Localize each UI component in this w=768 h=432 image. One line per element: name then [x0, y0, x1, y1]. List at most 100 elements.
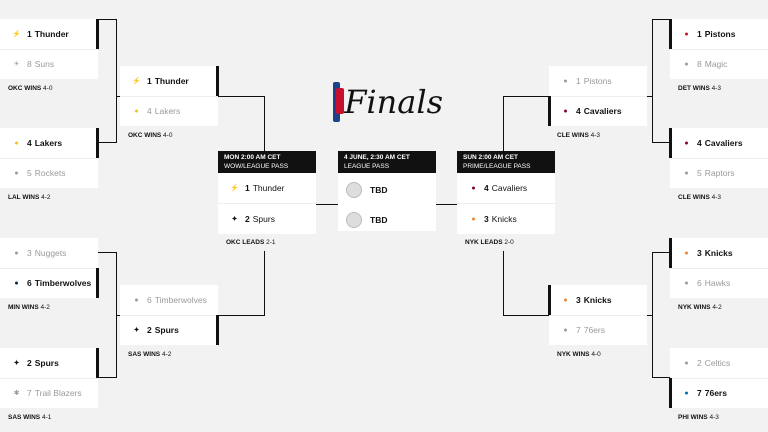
series-status: NYK WINS 4-2: [670, 298, 768, 318]
matchup-east-r2-1[interactable]: ● 1 Pistons ● 4 Cavaliers CLE WINS 4-3: [548, 66, 647, 146]
team-row[interactable]: ● 3 Nuggets: [0, 238, 98, 268]
team-name: Spurs: [252, 214, 275, 224]
team-row[interactable]: ⚡ 1 Thunder: [218, 173, 316, 203]
divider: [549, 96, 647, 97]
team-name: Thunder: [34, 29, 69, 39]
team-row[interactable]: ● 7 76ers: [670, 378, 768, 408]
winner-marker: [548, 96, 551, 126]
matchup-west-conference-finals[interactable]: MON 2:00 AM CET WOW/LEAGUE PASS ⚡ 1 Thun…: [218, 151, 316, 251]
team-row[interactable]: ● 4 Cavaliers: [670, 128, 768, 158]
team-row[interactable]: ✦ 2 Spurs: [120, 315, 218, 345]
nba-logo-icon: [333, 82, 345, 122]
team-row[interactable]: ✱ 7 Trail Blazers: [0, 378, 98, 408]
matchup-east-r2-2[interactable]: ● 3 Knicks ● 7 76ers NYK WINS 4-0: [548, 285, 647, 365]
matchup-finals[interactable]: 4 JUNE, 2:30 AM CET LEAGUE PASS TBD TBD: [338, 151, 436, 231]
team-row[interactable]: ● 6 Timberwolves: [0, 268, 98, 298]
matchup-east-r1-1[interactable]: ● 1 Pistons ● 8 Magic DET WINS 4-3: [669, 19, 768, 99]
seed: 4: [484, 183, 489, 193]
matchup-east-r1-2[interactable]: ● 4 Cavaliers ● 5 Raptors CLE WINS 4-3: [669, 128, 768, 208]
matchup-west-r1-1[interactable]: ⚡ 1 Thunder ☀ 8 Suns OKC WINS 4-0: [0, 19, 99, 99]
series-status: CLE WINS 4-3: [549, 126, 647, 146]
team-row[interactable]: ● 5 Rockets: [0, 158, 98, 188]
trail-blazers-logo: ✱: [13, 390, 20, 397]
team-row[interactable]: ● 4 Cavaliers: [457, 173, 555, 203]
team-row[interactable]: ● 4 Lakers: [0, 128, 98, 158]
team-name: Thunder: [252, 183, 285, 193]
knicks-logo: ●: [471, 215, 476, 223]
seed: 4: [147, 106, 152, 116]
series-status: SAS WINS 4-2: [120, 345, 218, 365]
thunder-logo: ⚡: [12, 31, 21, 38]
seed: 2: [697, 358, 702, 368]
team-row[interactable]: TBD: [338, 205, 436, 235]
spurs-logo: ✦: [231, 216, 238, 223]
team-row[interactable]: ☀ 8 Suns: [0, 49, 98, 79]
seed: 2: [147, 325, 152, 335]
matchup-west-r1-2[interactable]: ● 4 Lakers ● 5 Rockets LAL WINS 4-2: [0, 128, 99, 208]
tbd-placeholder-icon: [346, 212, 362, 228]
series-status: DET WINS 4-3: [670, 79, 768, 99]
seed: 3: [27, 248, 32, 258]
team-row[interactable]: ● 2 Celtics: [670, 348, 768, 378]
team-row[interactable]: ● 5 Raptors: [670, 158, 768, 188]
team-name: Raptors: [704, 168, 735, 178]
team-row[interactable]: ● 8 Magic: [670, 49, 768, 79]
team-row[interactable]: ● 6 Timberwolves: [120, 285, 218, 315]
timberwolves-logo: ●: [14, 279, 19, 287]
matchup-west-r1-4[interactable]: ✦ 2 Spurs ✱ 7 Trail Blazers SAS WINS 4-1: [0, 348, 99, 428]
divider: [549, 315, 647, 316]
seed: 7: [576, 325, 581, 335]
team-row[interactable]: ● 7 76ers: [549, 315, 647, 345]
seed: 4: [697, 138, 702, 148]
thunder-logo: ⚡: [132, 78, 141, 85]
matchup-west-r2-2[interactable]: ● 6 Timberwolves ✦ 2 Spurs SAS WINS 4-2: [120, 285, 219, 365]
team-name: Hawks: [704, 278, 731, 288]
matchup-west-r1-3[interactable]: ● 3 Nuggets ● 6 Timberwolves MIN WINS 4-…: [0, 238, 99, 318]
divider: [0, 158, 98, 159]
game-schedule-header: 4 JUNE, 2:30 AM CET LEAGUE PASS: [338, 151, 436, 173]
cavaliers-logo: ●: [684, 139, 689, 147]
team-row[interactable]: ● 3 Knicks: [670, 238, 768, 268]
team-name: TBD: [370, 215, 388, 225]
matchup-east-conference-finals[interactable]: SUN 2:00 AM CET PRIME/LEAGUE PASS ● 4 Ca…: [457, 151, 555, 251]
team-row[interactable]: ⚡ 1 Thunder: [0, 19, 98, 49]
team-row[interactable]: ● 3 Knicks: [457, 204, 555, 234]
divider: [0, 268, 98, 269]
team-name: Rockets: [34, 168, 66, 178]
divider: [120, 96, 218, 97]
series-status: OKC WINS 4-0: [120, 126, 218, 146]
winner-marker: [669, 128, 672, 158]
team-name: 76ers: [583, 325, 605, 335]
series-status: NYK LEADS 2-0: [457, 234, 555, 251]
team-row[interactable]: ● 1 Pistons: [549, 66, 647, 96]
team-row[interactable]: ● 4 Cavaliers: [549, 96, 647, 126]
seed: 3: [576, 295, 581, 305]
team-row[interactable]: ● 3 Knicks: [549, 285, 647, 315]
team-row[interactable]: ✦ 2 Spurs: [0, 348, 98, 378]
matchup-west-r2-1[interactable]: ⚡ 1 Thunder ● 4 Lakers OKC WINS 4-0: [120, 66, 219, 146]
game-schedule-header: MON 2:00 AM CET WOW/LEAGUE PASS: [218, 151, 316, 173]
winner-marker: [548, 285, 551, 315]
team-row[interactable]: TBD: [338, 175, 436, 205]
divider: [670, 158, 768, 159]
team-row[interactable]: ● 4 Lakers: [120, 96, 218, 126]
team-name: Spurs: [34, 358, 59, 368]
spurs-logo: ✦: [13, 360, 20, 367]
winner-marker: [669, 19, 672, 49]
team-row[interactable]: ● 1 Pistons: [670, 19, 768, 49]
spurs-logo: ✦: [133, 327, 140, 334]
matchup-east-r1-3[interactable]: ● 3 Knicks ● 6 Hawks NYK WINS 4-2: [669, 238, 768, 318]
hawks-logo: ●: [684, 279, 689, 287]
divider: [0, 378, 98, 379]
series-status: CLE WINS 4-3: [670, 188, 768, 208]
team-row[interactable]: ⚡ 1 Thunder: [120, 66, 218, 96]
team-name: Magic: [704, 59, 728, 69]
team-row[interactable]: ✦ 2 Spurs: [218, 204, 316, 234]
series-status: OKC WINS 4-0: [0, 79, 98, 99]
team-name: Lakers: [34, 138, 63, 148]
matchup-east-r1-4[interactable]: ● 2 Celtics ● 7 76ers PHI WINS 4-3: [669, 348, 768, 428]
divider: [457, 203, 555, 204]
rockets-logo: ●: [14, 169, 19, 177]
team-name: Timberwolves: [154, 295, 207, 305]
team-row[interactable]: ● 6 Hawks: [670, 268, 768, 298]
